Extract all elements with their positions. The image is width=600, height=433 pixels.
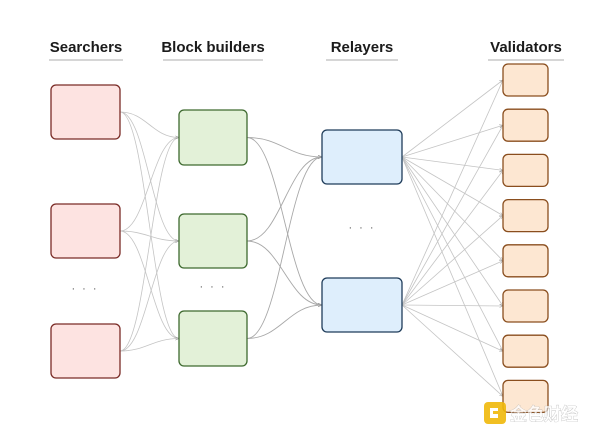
relayer-box-2 [321, 277, 403, 333]
edge-arrow [401, 156, 504, 396]
edge-arrow [119, 111, 179, 241]
edge-arrow [119, 138, 179, 352]
searchers-column-title: Searchers [50, 39, 123, 56]
watermark: 金色财经 [484, 402, 578, 424]
edge-arrow [401, 170, 503, 306]
searchers-ellipsis: · · · [71, 283, 98, 295]
validator-box-2 [502, 108, 549, 142]
edge-arrow [401, 305, 503, 306]
edge-arrow [401, 80, 503, 158]
relayers-ellipsis: · · · [348, 222, 375, 234]
edge-arrow [246, 157, 322, 339]
validator-box-1 [502, 63, 549, 97]
validator-box-8 [502, 379, 549, 414]
edge-arrow [119, 111, 179, 138]
validator-box-5 [502, 244, 549, 278]
edge-arrow [119, 241, 179, 352]
builder-box-3 [178, 310, 248, 367]
validator-box-6 [502, 289, 549, 323]
edge-arrow [401, 156, 503, 306]
validator-box-4 [502, 198, 549, 233]
searcher-box-1 [50, 84, 121, 140]
builder-box-1 [178, 109, 248, 166]
edge-arrow [119, 138, 179, 232]
builder-box-2 [178, 213, 248, 269]
builders-column-title: Block builders [161, 39, 264, 56]
edge-arrow [401, 260, 503, 306]
edge-arrow [401, 156, 503, 170]
edge-arrow [401, 156, 503, 216]
edge-arrow [246, 137, 322, 306]
edge-arrow [401, 304, 503, 396]
validators-column-title: Validators [490, 39, 562, 56]
searcher-box-3 [50, 323, 121, 379]
builders-ellipsis: · · · [199, 281, 226, 293]
watermark-text: 金色财经 [509, 404, 578, 424]
edge-arrow [401, 216, 503, 306]
validator-box-7 [502, 334, 549, 368]
relayer-box-1 [321, 129, 403, 185]
edge-arrow [119, 111, 179, 339]
golden-finance-logo-icon [484, 402, 506, 424]
edge-arrow [401, 80, 504, 306]
searcher-box-2 [50, 203, 121, 259]
edge-arrow [119, 339, 179, 352]
validators-ellipsis: · · · [512, 415, 539, 427]
edge-arrow [401, 125, 503, 158]
edge-arrow [246, 157, 322, 242]
diagram-nodes [50, 63, 549, 414]
relayers-column-title: Relayers [331, 39, 394, 56]
edge-arrow [246, 137, 322, 158]
edge-arrow [246, 240, 322, 305]
edge-arrow [401, 304, 503, 352]
edge-arrow [401, 156, 504, 351]
edge-arrow [119, 230, 179, 339]
connection-edges [119, 80, 504, 396]
edge-arrow [401, 125, 504, 306]
validator-box-3 [502, 153, 549, 188]
edge-arrow [119, 230, 179, 241]
edge-arrow [401, 156, 503, 261]
edge-arrow [246, 305, 322, 339]
